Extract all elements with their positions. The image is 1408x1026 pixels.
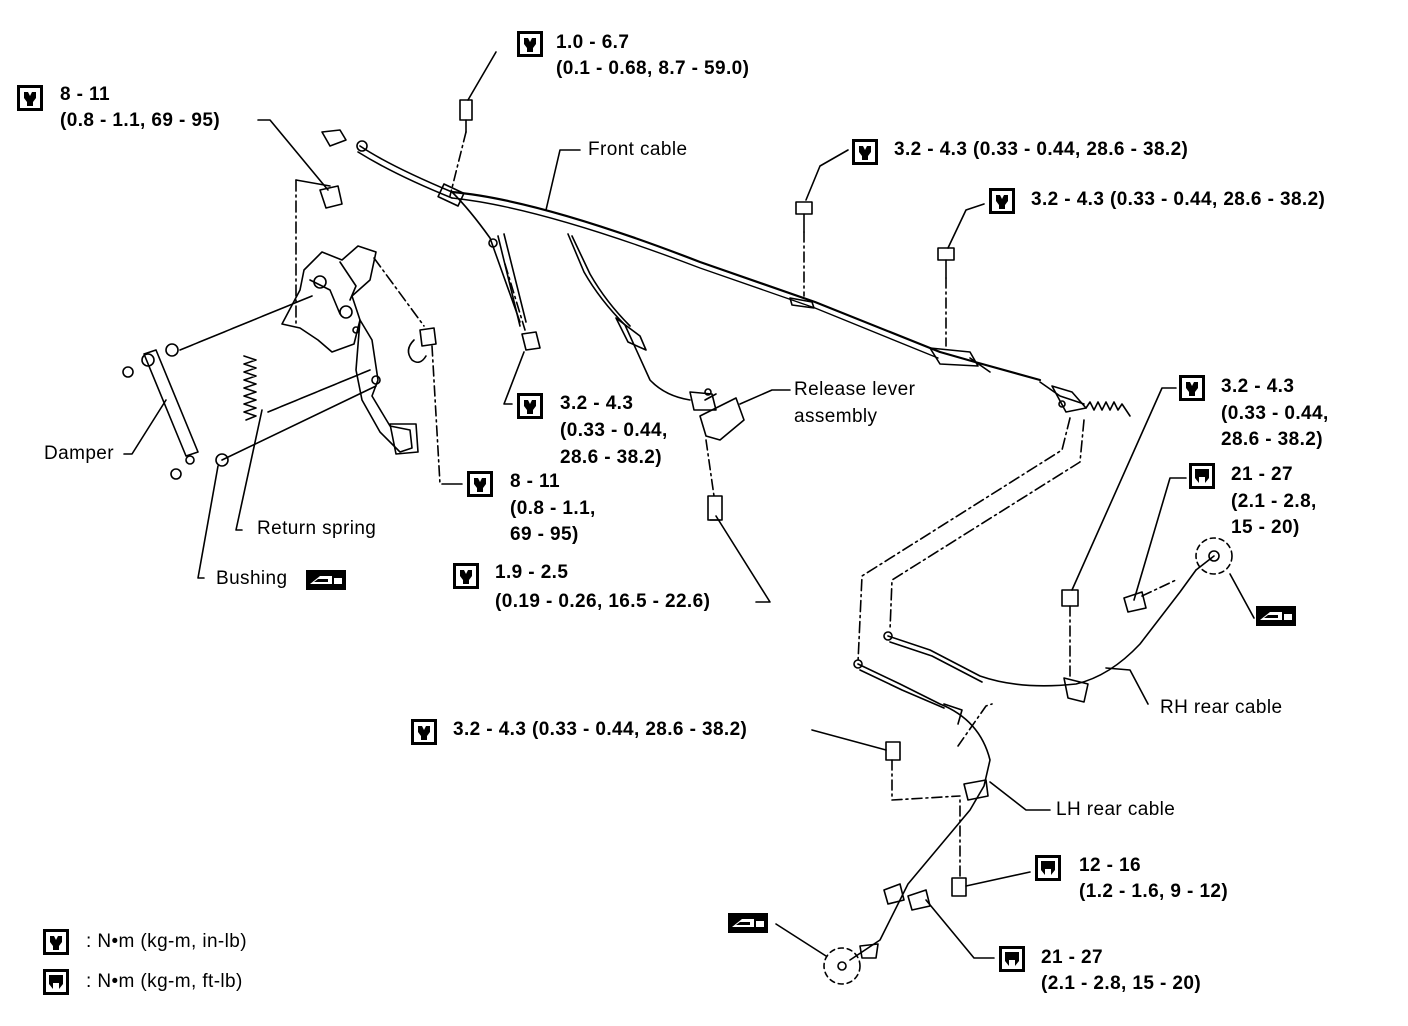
torque-11-line1: 12 - 16 [1079,855,1141,876]
torque-8-line3: 28.6 - 38.2) [1221,429,1323,450]
grease-icon [306,570,346,590]
torque-8-line2: (0.33 - 0.44, [1221,403,1329,424]
torque-7-line1: 1.9 - 2.5 [495,562,569,583]
label-release-lever-2: assembly [794,406,878,427]
torque-5-line3: 28.6 - 38.2) [560,447,662,468]
grease-icon [1256,606,1296,626]
label-release-lever-1: Release lever [794,379,916,400]
torque-wrench-in-lb-icon [989,188,1015,214]
pedal-link-dashdot [504,263,526,331]
pedal-pad [389,423,419,455]
front-cable-pedal-end [359,145,521,323]
release-lever-handle [699,397,745,441]
pedal-bracket [281,245,377,353]
torque-9-line1: 21 - 27 [1231,464,1293,485]
equalizer-spring [1085,401,1131,417]
torque-wrench-in-lb-icon [467,471,493,497]
damper [143,349,199,457]
label-front-cable: Front cable [588,139,688,160]
front-cable-outer [451,197,939,359]
torque-5-line1: 3.2 - 4.3 [560,393,634,414]
torque-wrench-ft-lb-icon [1189,463,1215,489]
torque-wrench-in-lb-icon [453,563,479,589]
torque-wrench-ft-lb-icon [999,946,1025,972]
torque-6-line2: (0.8 - 1.1, [510,498,596,519]
front-cable [450,190,1042,382]
torque-wrench-in-lb-icon [17,85,43,111]
torque-12-line1: 21 - 27 [1041,947,1103,968]
torque-8-line1: 3.2 - 4.3 [1221,376,1295,397]
torque-4-line1: 3.2 - 4.3 (0.33 - 0.44, 28.6 - 38.2) [1031,189,1326,210]
torque-wrench-in-lb-icon [852,139,878,165]
return-spring [243,355,257,421]
legend-in-lb: : N•m (kg-m, in-lb) [86,931,247,952]
torque-2-line2: (0.8 - 1.1, 69 - 95) [60,110,221,131]
release-lever-cable [567,233,691,401]
torque-12-line2: (2.1 - 2.8, 15 - 20) [1041,973,1202,994]
grease-icon [728,913,768,933]
label-rh-rear-cable: RH rear cable [1160,697,1283,718]
torque-wrench-in-lb-icon [1179,375,1205,401]
torque-wrench-in-lb-icon [517,393,543,419]
label-bushing: Bushing [216,568,288,589]
label-damper: Damper [44,443,114,464]
torque-3-line1: 3.2 - 4.3 (0.33 - 0.44, 28.6 - 38.2) [894,139,1189,160]
torque-9-line2: (2.1 - 2.8, [1231,491,1317,512]
torque-1-line1: 1.0 - 6.7 [556,32,630,53]
torque-wrench-in-lb-icon [517,31,543,57]
release-lever-bolt-dashdot [705,439,715,497]
label-lh-rear-cable: LH rear cable [1056,799,1176,820]
pedal-arm [355,319,413,453]
equalizer [1039,381,1085,405]
torque-6-line1: 8 - 11 [510,471,560,492]
legend-ft-lb: : N•m (kg-m, ft-lb) [86,971,243,992]
torque-11-line2: (1.2 - 1.6, 9 - 12) [1079,881,1229,902]
label-return-spring: Return spring [257,518,377,539]
torque-5-line2: (0.33 - 0.44, [560,420,668,441]
torque-7-line2: (0.19 - 0.26, 16.5 - 22.6) [495,591,711,612]
torque-1-line2: (0.1 - 0.68, 8.7 - 59.0) [556,58,750,79]
torque-wrench-in-lb-icon [43,929,69,955]
torque-wrench-ft-lb-icon [43,969,69,995]
rh-rear-cable [887,569,1197,687]
torque-wrench-ft-lb-icon [1035,855,1061,881]
torque-6-line3: 69 - 95) [510,524,579,545]
torque-2-line1: 8 - 11 [60,84,110,105]
torque-9-line3: 15 - 20) [1231,517,1300,538]
torque-wrench-in-lb-icon [411,719,437,745]
lh-rear-cable [849,663,991,961]
torque-10-line1: 3.2 - 4.3 (0.33 - 0.44, 28.6 - 38.2) [453,719,748,740]
